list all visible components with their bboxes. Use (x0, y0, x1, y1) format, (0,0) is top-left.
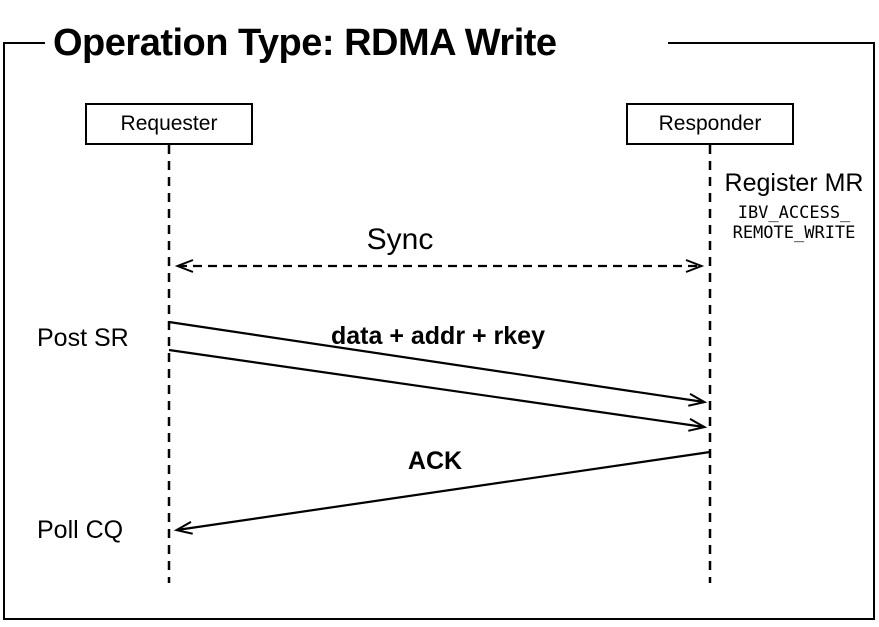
ack-arrow (173, 450, 711, 535)
actor-label-requester: Requester (120, 112, 218, 135)
post-sr-label: Post SR (37, 324, 129, 352)
actor-box-responder: Responder (626, 103, 794, 145)
write-arrow-2 (168, 348, 708, 432)
actor-label-responder: Responder (658, 112, 762, 135)
poll-cq-label: Poll CQ (37, 516, 124, 544)
actor-box-requester: Requester (85, 103, 253, 145)
sync-message-label: Sync (366, 223, 434, 256)
register-mr-label: Register MR (724, 169, 864, 197)
diagram-title: Operation Type: RDMA Write (45, 20, 668, 66)
register-mr-access-flag-line-2: REMOTE_WRITE (732, 223, 856, 243)
ack-message-label: ACK (407, 447, 463, 475)
register-mr-annotation: Register MR IBV_ACCESS_ REMOTE_WRITE (713, 170, 875, 243)
write-arrow-1 (168, 320, 708, 407)
register-mr-access-flag-line-1: IBV_ACCESS_ (737, 203, 851, 223)
write-message-label: data + addr + rkey (330, 322, 546, 350)
